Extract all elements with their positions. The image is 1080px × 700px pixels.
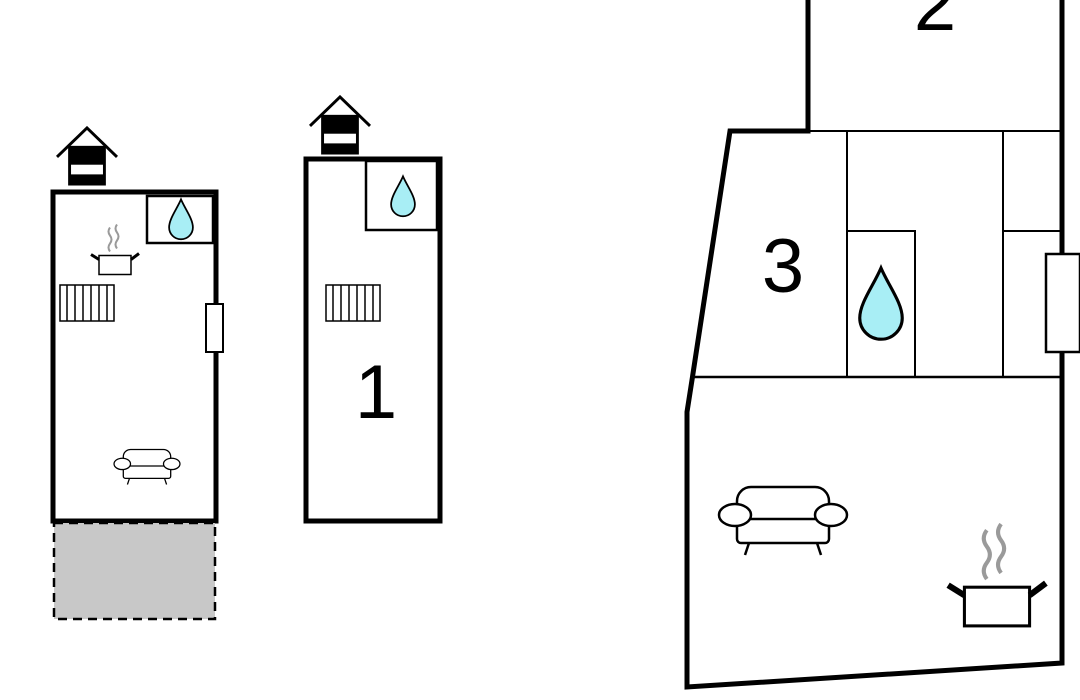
- radiator-icon: [59, 284, 115, 322]
- right-bathroom: [846, 230, 916, 378]
- window-icon: [205, 303, 224, 353]
- terrace: [52, 521, 217, 621]
- right-unit: 3 2: [684, 0, 1080, 690]
- radiator-icon: [325, 284, 381, 322]
- left-unit: [50, 126, 224, 621]
- house-entrance-icon: [308, 95, 372, 155]
- room-3-label: 3: [762, 224, 804, 309]
- middle-unit: 1: [303, 95, 443, 524]
- cooking-pot-icon: [90, 222, 140, 277]
- cooking-pot-icon: [948, 524, 1046, 626]
- room-2-label: 2: [914, 0, 956, 47]
- room-1-label: 1: [355, 350, 397, 435]
- water-drop-icon: [168, 198, 194, 241]
- water-drop-icon: [390, 175, 416, 218]
- left-unit-walls: [50, 189, 219, 524]
- sofa-icon: [717, 485, 849, 557]
- water-drop-icon: [858, 266, 904, 341]
- middle-bathroom: [364, 159, 439, 232]
- sofa-icon: [113, 448, 181, 486]
- middle-unit-walls: [303, 156, 443, 524]
- left-bathroom: [145, 194, 215, 245]
- house-entrance-icon: [55, 126, 119, 186]
- window-icon: [1044, 252, 1080, 354]
- right-unit-walls: [684, 0, 1065, 690]
